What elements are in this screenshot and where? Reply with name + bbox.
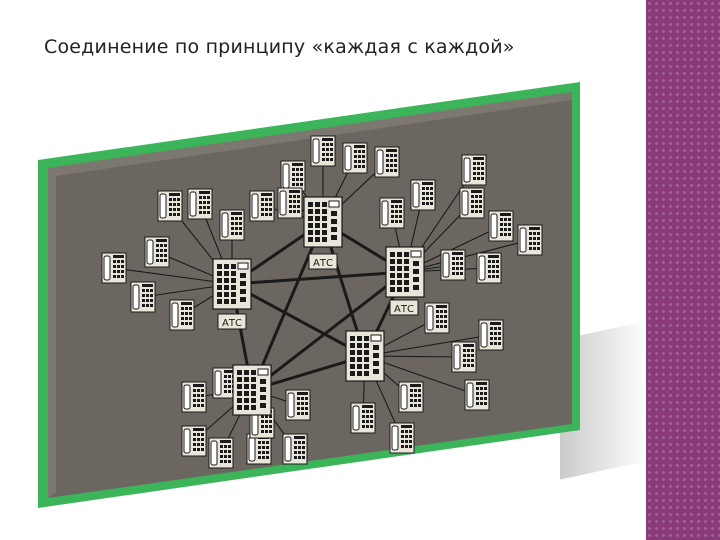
- side-decoration-panel: [643, 0, 720, 540]
- exchange-right: [385, 246, 425, 298]
- access-line: [404, 239, 531, 273]
- telephone-icon: [101, 252, 127, 284]
- telephone-icon: [440, 249, 466, 281]
- telephone-icon: [464, 379, 490, 411]
- trunk-line-right-bottom-left: [250, 270, 407, 392]
- telephone-icon: [476, 252, 502, 284]
- telephone-icon: [459, 187, 485, 219]
- telephone-icon: [219, 209, 245, 241]
- exchange-label-box: [217, 313, 247, 330]
- telephone-icon: [181, 425, 207, 457]
- telephone-icon: [157, 190, 183, 222]
- telephone-icon: [249, 190, 275, 222]
- telephone-icon: [517, 224, 543, 256]
- telephone-icon: [342, 142, 368, 174]
- exchange-bottom-right: [345, 330, 385, 382]
- telephone-icon: [389, 422, 415, 454]
- telephone-icon: [310, 135, 336, 167]
- exchange-left: [212, 258, 252, 310]
- trunk-line-left-bottom-right: [230, 282, 367, 358]
- telephone-icon: [181, 381, 207, 413]
- telephone-icon: [488, 210, 514, 242]
- slide-title: Соединение по принципу «каждая с каждой»: [44, 36, 515, 58]
- telephone-icon: [282, 433, 308, 465]
- telephone-icon: [379, 197, 405, 229]
- exchange-label-box: [389, 299, 419, 316]
- exchange-label: АТС: [222, 318, 242, 329]
- trunk-line-top-bottom-left: [250, 220, 325, 392]
- telephone-icon: [130, 281, 156, 313]
- telephone-icon: [451, 341, 477, 373]
- telephone-icon: [410, 179, 436, 211]
- telephone-icon: [144, 236, 170, 268]
- telephone-icon: [478, 319, 504, 351]
- telephone-icon: [280, 160, 306, 192]
- telephone-icon: [208, 437, 234, 469]
- exchange-label-box: [308, 253, 338, 270]
- telephone-icon: [169, 299, 195, 331]
- telephone-icon: [350, 402, 376, 434]
- telephone-icon: [424, 302, 450, 334]
- trunk-line-left-right: [230, 270, 407, 286]
- telephone-icon: [187, 188, 213, 220]
- telephone-icon: [461, 154, 487, 186]
- telephone-icon: [285, 389, 311, 421]
- telephone-icon: [277, 187, 303, 219]
- exchange-bottom-left: [232, 364, 272, 416]
- access-line: [364, 334, 492, 357]
- telephone-icon: [374, 146, 400, 178]
- access-line: [113, 267, 233, 285]
- exchange-label: АТС: [394, 304, 414, 315]
- exchange-top: [303, 196, 343, 248]
- exchange-label: АТС: [313, 258, 333, 269]
- telephone-icon: [398, 381, 424, 413]
